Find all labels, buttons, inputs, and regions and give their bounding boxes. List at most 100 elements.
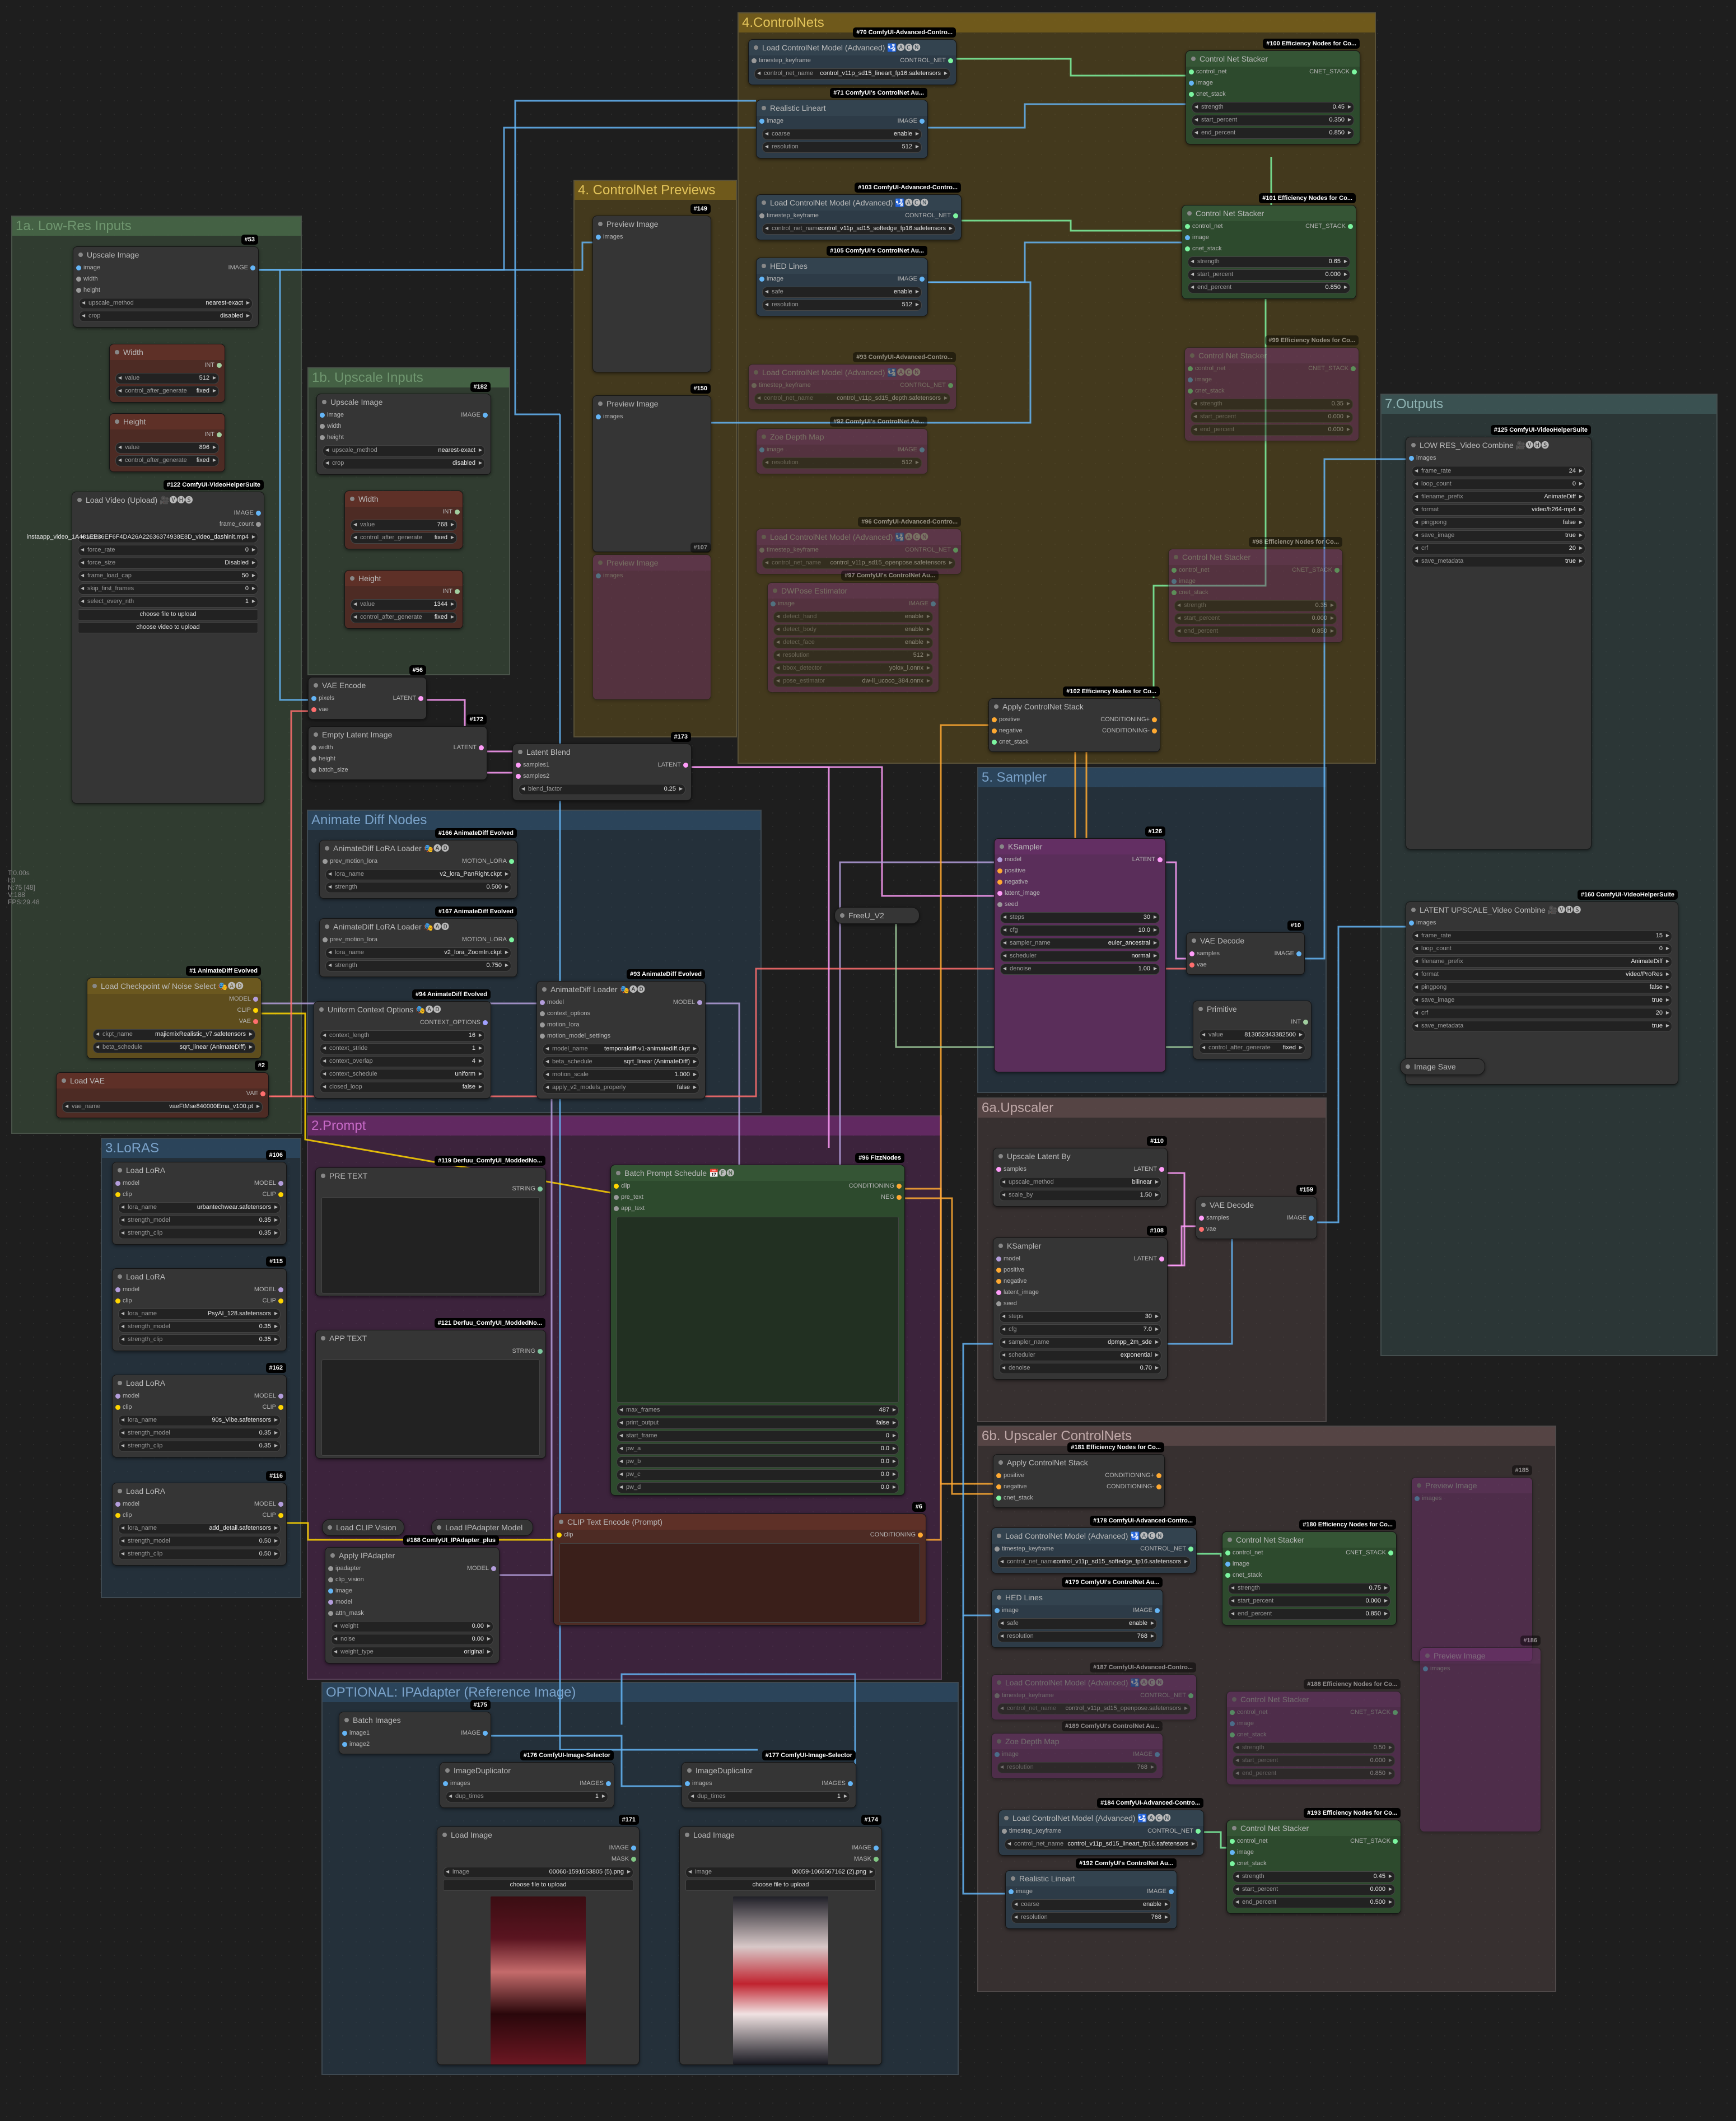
input-slot[interactable] <box>516 763 521 768</box>
node-title[interactable]: Zoe Depth Map <box>757 429 927 445</box>
input-slot[interactable] <box>1230 1732 1235 1737</box>
input-slot[interactable] <box>1230 1850 1235 1855</box>
output-slot[interactable] <box>278 1513 283 1518</box>
node-lcn184[interactable]: #184 ComfyUI-Advanced-Contro...Load Cont… <box>998 1798 1204 1856</box>
output-slot[interactable] <box>455 589 460 594</box>
input-slot[interactable] <box>115 1192 120 1197</box>
output-slot[interactable] <box>278 1405 283 1410</box>
node-title[interactable]: PRE TEXT <box>316 1168 545 1184</box>
node-width2[interactable]: WidthINTvalue768control_after_generatefi… <box>344 490 463 549</box>
input-slot[interactable] <box>1009 1889 1014 1894</box>
output-slot[interactable] <box>278 1298 283 1304</box>
output-slot[interactable] <box>631 1846 636 1851</box>
widget-control-net-name[interactable]: control_net_namecontrol_v11p_sd15_openpo… <box>997 1703 1191 1714</box>
node-title[interactable]: Load ControlNet Model (Advanced) 🛂🅐🅒🅝 <box>992 1675 1196 1690</box>
output-slot[interactable] <box>483 1731 488 1736</box>
input-slot[interactable] <box>685 1781 690 1786</box>
input-slot[interactable] <box>320 413 325 418</box>
node-acs102[interactable]: #102 Efficiency Nodes for Co...Apply Con… <box>988 686 1160 752</box>
node-lcn187[interactable]: #187 ComfyUI-Advanced-Contro...Load Cont… <box>991 1662 1197 1720</box>
input-slot[interactable] <box>311 768 316 773</box>
input-slot[interactable] <box>1225 1573 1230 1578</box>
output-slot[interactable] <box>256 522 261 527</box>
input-slot[interactable] <box>1409 456 1414 461</box>
node-title[interactable]: HED Lines <box>757 258 927 274</box>
output-slot[interactable] <box>953 213 958 218</box>
output-slot[interactable] <box>1388 1550 1393 1555</box>
node-title[interactable]: HED Lines <box>992 1590 1163 1605</box>
node-title[interactable]: Load LoRA <box>113 1162 286 1178</box>
input-slot[interactable] <box>115 1513 120 1518</box>
output-slot[interactable] <box>278 1181 283 1186</box>
output-slot[interactable] <box>253 1019 258 1024</box>
node-acs181[interactable]: #181 Efficiency Nodes for Co...Apply Con… <box>993 1442 1165 1508</box>
input-slot[interactable] <box>328 1589 333 1594</box>
input-slot[interactable] <box>996 1473 1001 1478</box>
output-slot[interactable] <box>683 763 688 768</box>
input-slot[interactable] <box>996 1496 1001 1501</box>
output-slot[interactable] <box>278 1287 283 1292</box>
input-slot[interactable] <box>323 937 328 942</box>
node-lineart71[interactable]: #71 ComfyUI's ControlNet Au...Realistic … <box>756 88 928 158</box>
output-slot[interactable] <box>1169 1889 1174 1894</box>
widget-control-net-name[interactable]: control_net_namecontrol_v11p_sd15_softed… <box>997 1557 1191 1568</box>
widget-control-net-name[interactable]: control_net_namecontrol_v11p_sd15_linear… <box>1005 1839 1198 1850</box>
node-title[interactable]: Apply IPAdapter <box>325 1548 499 1563</box>
output-slot[interactable] <box>953 548 958 553</box>
node-cns99[interactable]: #99 Efficiency Nodes for Co...Control Ne… <box>1184 335 1359 441</box>
output-slot[interactable] <box>1303 1020 1308 1025</box>
input-slot[interactable] <box>516 774 521 779</box>
node-cns98[interactable]: #98 Efficiency Nodes for Co...Control Ne… <box>1168 537 1343 643</box>
input-slot[interactable] <box>759 447 764 452</box>
input-slot[interactable] <box>759 548 764 553</box>
output-slot[interactable] <box>1156 1484 1161 1489</box>
prompt-textarea[interactable] <box>321 1360 540 1456</box>
input-slot[interactable] <box>1423 1666 1428 1671</box>
node-clipvision[interactable]: Load CLIP Vision <box>322 1519 404 1536</box>
